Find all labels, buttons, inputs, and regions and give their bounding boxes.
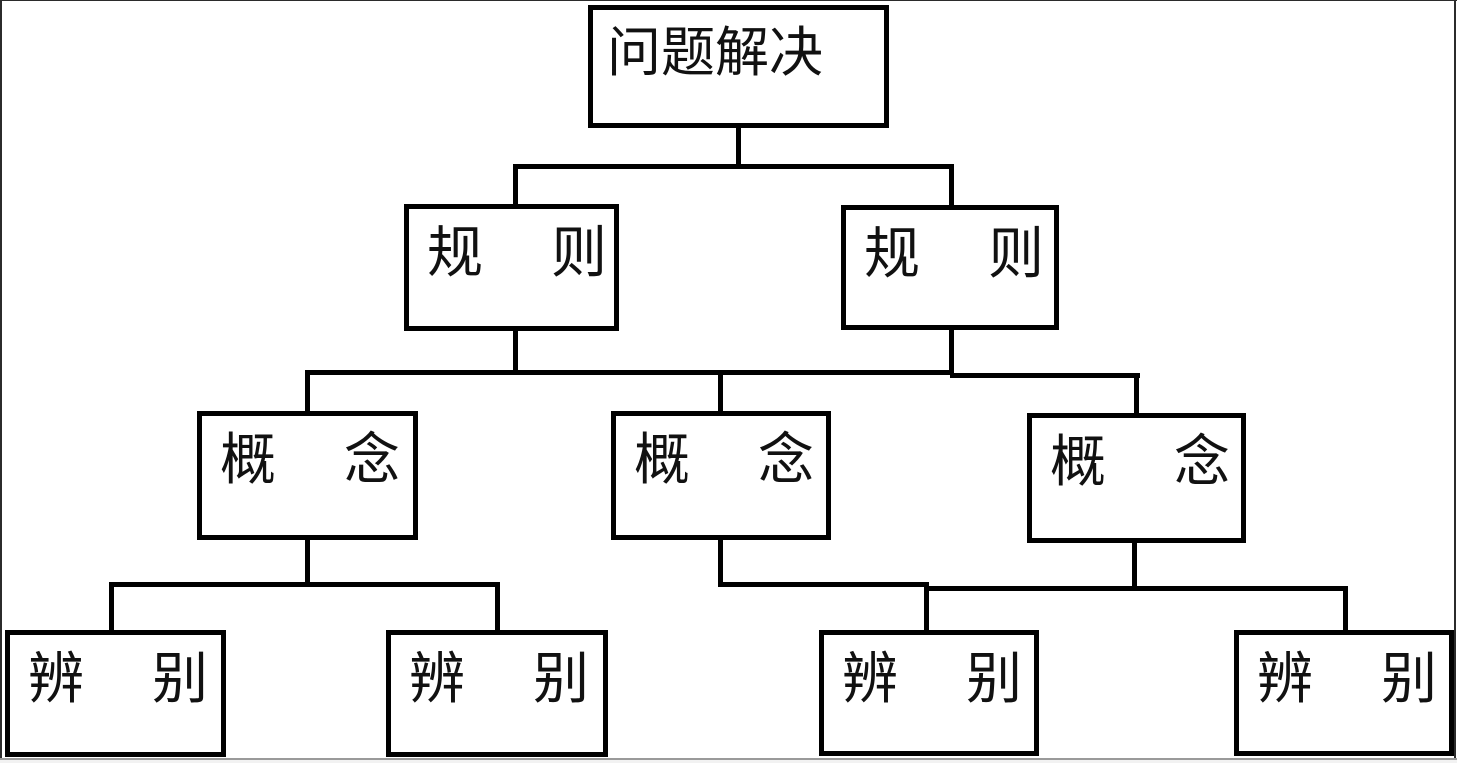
connector-concept2-drop <box>718 370 723 413</box>
node-concept-1: 概 念 <box>197 411 418 540</box>
frame-left-edge <box>0 1 2 758</box>
connector-disc4-drop <box>1343 586 1348 632</box>
connector-disc1-drop <box>109 582 114 632</box>
connector-concept2-stem <box>718 540 723 586</box>
connector-discs-hbar-right <box>927 586 1348 591</box>
connector-rule2-drop <box>949 164 954 207</box>
node-discrimination-3: 辨 别 <box>819 630 1039 756</box>
connector-concept1-stem <box>305 540 310 586</box>
connector-disc2-drop <box>495 582 500 632</box>
connector-concepts-hbar-left <box>305 370 953 375</box>
connector-rules-hbar <box>513 164 954 169</box>
node-discrimination-2: 辨 别 <box>386 630 608 757</box>
node-discrimination-1: 辨 别 <box>5 630 226 757</box>
connector-concept1-drop <box>305 370 310 413</box>
connector-discs-hbar-left <box>109 582 500 587</box>
node-rule-1: 规 则 <box>404 204 619 331</box>
connector-root-stem <box>736 128 741 168</box>
slide-bottom-edge <box>0 758 1457 760</box>
node-concept-2: 概 念 <box>611 411 831 540</box>
connector-disc3-drop <box>924 582 929 632</box>
connector-rule1-stem <box>513 331 518 374</box>
connector-concept3-stem <box>1132 543 1137 589</box>
node-discrimination-4: 辨 别 <box>1234 630 1454 756</box>
connector-concept3-drop <box>1134 373 1139 415</box>
frame-right-edge <box>1454 1 1456 758</box>
node-concept-3: 概 念 <box>1027 413 1246 543</box>
node-problem-solving: 问题解决 <box>588 5 889 128</box>
connector-discs-hbar-mid <box>718 582 929 587</box>
connector-rule2-stem <box>949 330 954 375</box>
connector-rule1-drop <box>513 164 518 206</box>
node-rule-2: 规 则 <box>841 205 1059 330</box>
connector-concepts-hbar-right <box>950 373 1140 378</box>
below-slide-area <box>0 760 1457 763</box>
